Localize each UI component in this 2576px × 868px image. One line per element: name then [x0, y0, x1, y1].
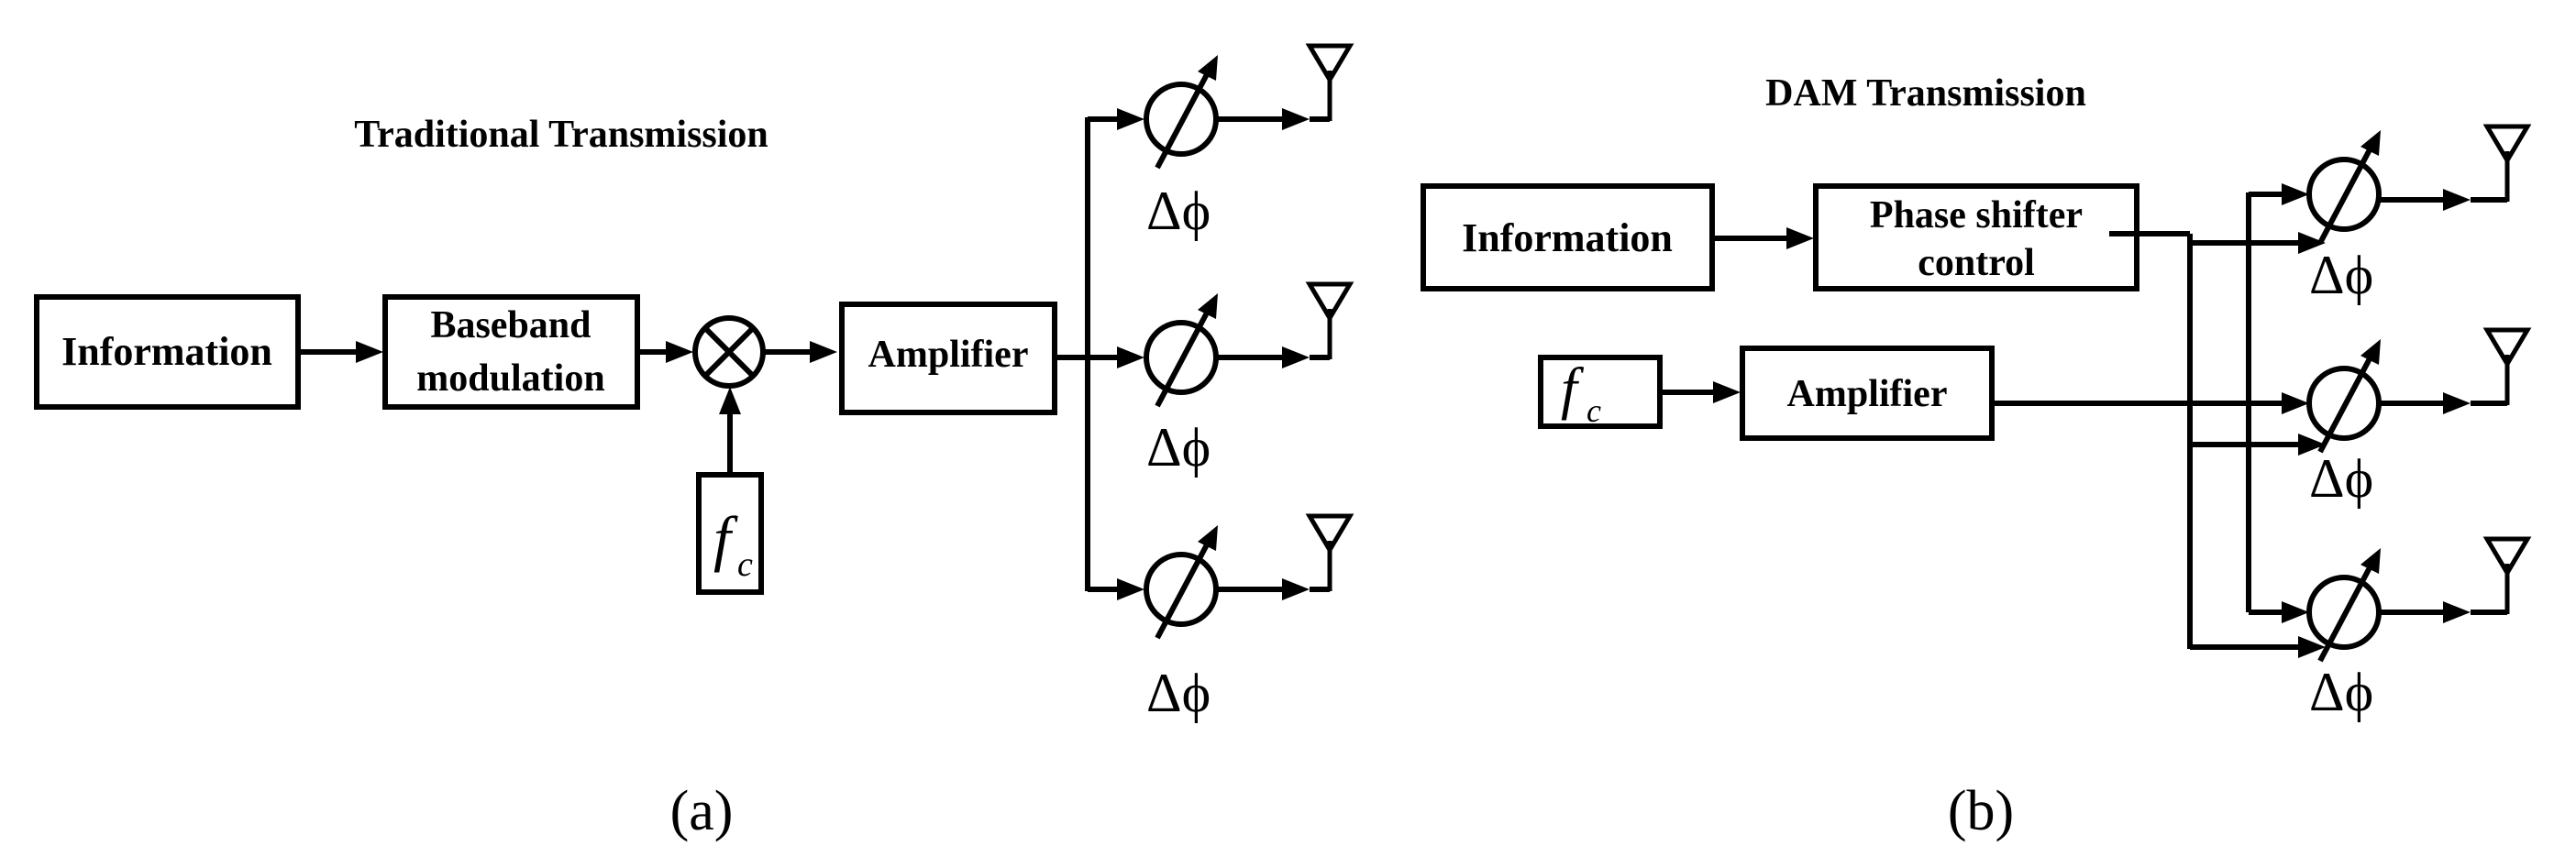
phase-shifter-b1	[2306, 130, 2382, 245]
antenna-icon	[2471, 126, 2527, 202]
svg-text:Phase shifter: Phase shifter	[1870, 194, 2083, 236]
phase-shifter-a3	[1144, 525, 1219, 640]
information-block-b: Information	[1421, 183, 1715, 291]
phase-label-a2: Δϕ	[1146, 417, 1211, 478]
panel-a-title: Traditional Transmission	[354, 114, 768, 156]
carrier-source-b: f c	[1538, 355, 1663, 429]
antenna-icon	[1310, 46, 1350, 121]
antenna-icon	[2471, 539, 2527, 614]
svg-text:c: c	[737, 545, 753, 584]
phase-shifter-b3	[2306, 548, 2382, 663]
phase-shifter-a2	[1144, 293, 1219, 408]
panel-a: Traditional Transmission Information Bas…	[34, 46, 1350, 842]
amplifier-block-a: Amplifier	[839, 302, 1057, 415]
svg-text:Information: Information	[1462, 215, 1673, 260]
svg-text:Amplifier: Amplifier	[1787, 373, 1948, 415]
phase-shifter-a1	[1144, 55, 1219, 170]
panel-b-title: DAM Transmission	[1765, 72, 2086, 115]
phase-shifter-control-block: Phase shifter control	[1813, 183, 2139, 291]
amplifier-block-b: Amplifier	[1740, 346, 1995, 441]
phase-label-b3: Δϕ	[2309, 662, 2373, 722]
panel-b: DAM Transmission Information Phase shift…	[1421, 72, 2527, 842]
svg-text:Baseband: Baseband	[430, 304, 591, 346]
carrier-source-a: f c	[696, 472, 764, 595]
mixer-icon	[692, 315, 766, 389]
phase-label-a3: Δϕ	[1146, 663, 1211, 723]
baseband-modulation-block: Baseband modulation	[382, 294, 640, 410]
antenna-icon	[1310, 284, 1350, 359]
antenna-icon	[1310, 516, 1350, 591]
panel-b-caption: (b)	[1948, 780, 2014, 842]
phase-label-a1: Δϕ	[1146, 181, 1211, 241]
phase-label-b1: Δϕ	[2309, 245, 2373, 305]
svg-text:modulation: modulation	[416, 357, 604, 400]
svg-text:Amplifier: Amplifier	[868, 334, 1029, 376]
antenna-icon	[2471, 330, 2527, 405]
svg-text:c: c	[1587, 392, 1601, 429]
panel-a-caption: (a)	[670, 780, 734, 842]
phase-label-b2: Δϕ	[2309, 448, 2373, 509]
svg-text:Information: Information	[61, 329, 272, 374]
phase-shifter-b2	[2306, 339, 2382, 454]
svg-text:control: control	[1918, 242, 2035, 284]
information-block-a: Information	[34, 294, 301, 410]
